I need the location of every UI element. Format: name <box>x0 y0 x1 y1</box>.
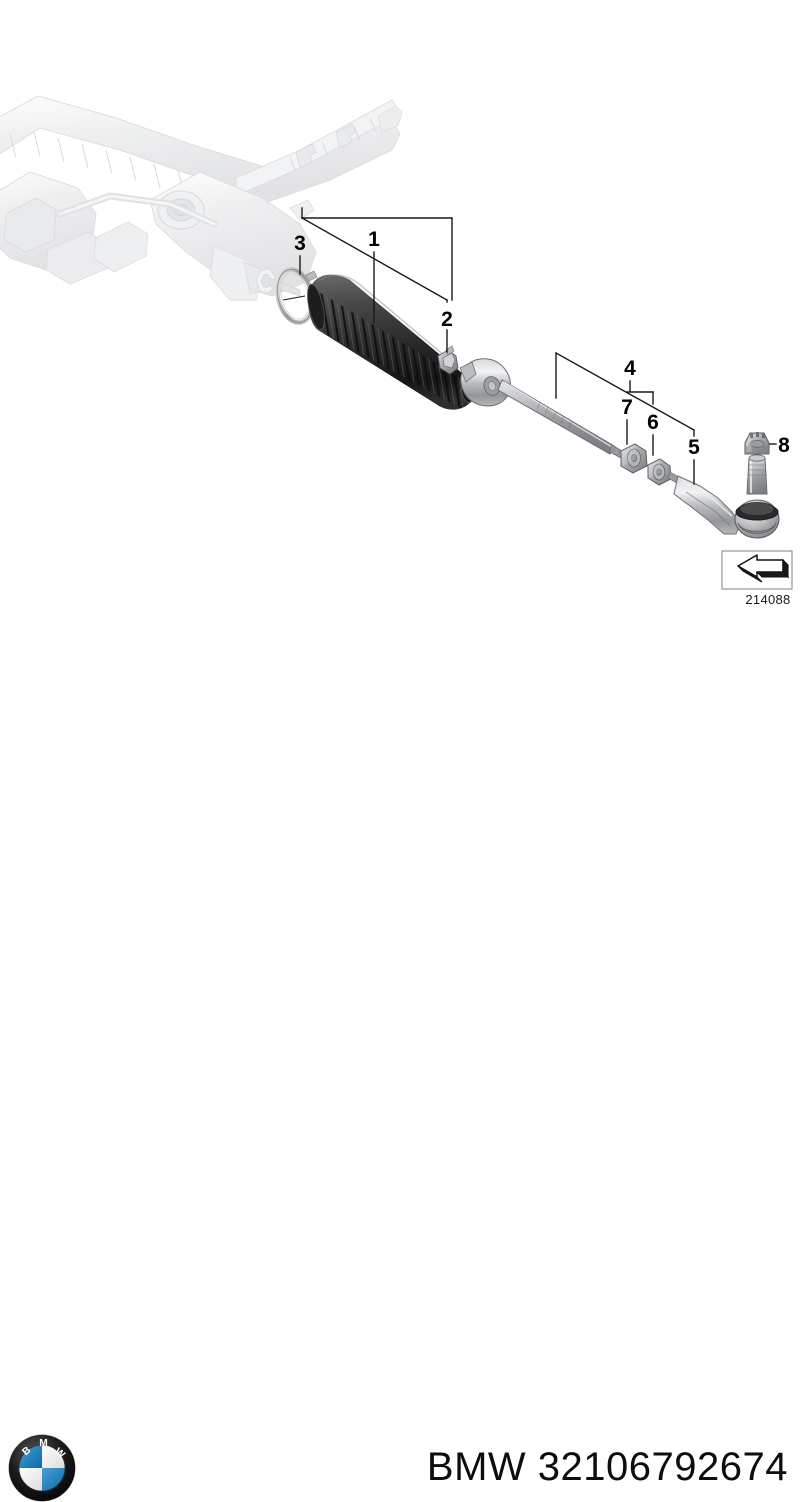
part-boot-clamp-small <box>437 345 481 395</box>
part-lock-nut-inner <box>620 443 648 474</box>
parts-diagram-canvas: 1 2 3 4 5 6 7 8 <box>0 95 793 590</box>
callout-4: 4 <box>624 357 636 380</box>
part-steering-boot-bellows <box>307 274 475 410</box>
direction-arrow-3d-icon <box>737 554 790 583</box>
callout-8: 8 <box>778 434 790 457</box>
part-number-text: BMW 32106792674 <box>426 1445 788 1489</box>
callout-labels: 1 2 3 4 5 6 7 8 <box>294 228 790 459</box>
part-outer-tie-rod-end <box>673 454 780 539</box>
callout-2: 2 <box>441 308 453 331</box>
leader-group-bottom <box>555 352 777 485</box>
leader-group-top <box>282 207 453 353</box>
footer-bar: B M W BMW 32106792674 <box>0 712 800 1502</box>
callout-3: 3 <box>294 232 306 255</box>
steering-rack-housing-ghost <box>0 95 403 301</box>
callout-5: 5 <box>688 436 700 459</box>
callout-6: 6 <box>647 411 659 434</box>
part-castellated-nut <box>744 432 770 455</box>
part-lock-nut-outer <box>647 458 685 487</box>
diagram-page: 1 2 3 4 5 6 7 8 214088 <box>0 95 800 1502</box>
legend-box <box>721 550 793 590</box>
callout-7: 7 <box>621 396 633 419</box>
legend-reference-code: 214088 <box>745 592 791 607</box>
part-tie-rod-assembly <box>459 358 633 464</box>
callout-1: 1 <box>368 228 380 251</box>
